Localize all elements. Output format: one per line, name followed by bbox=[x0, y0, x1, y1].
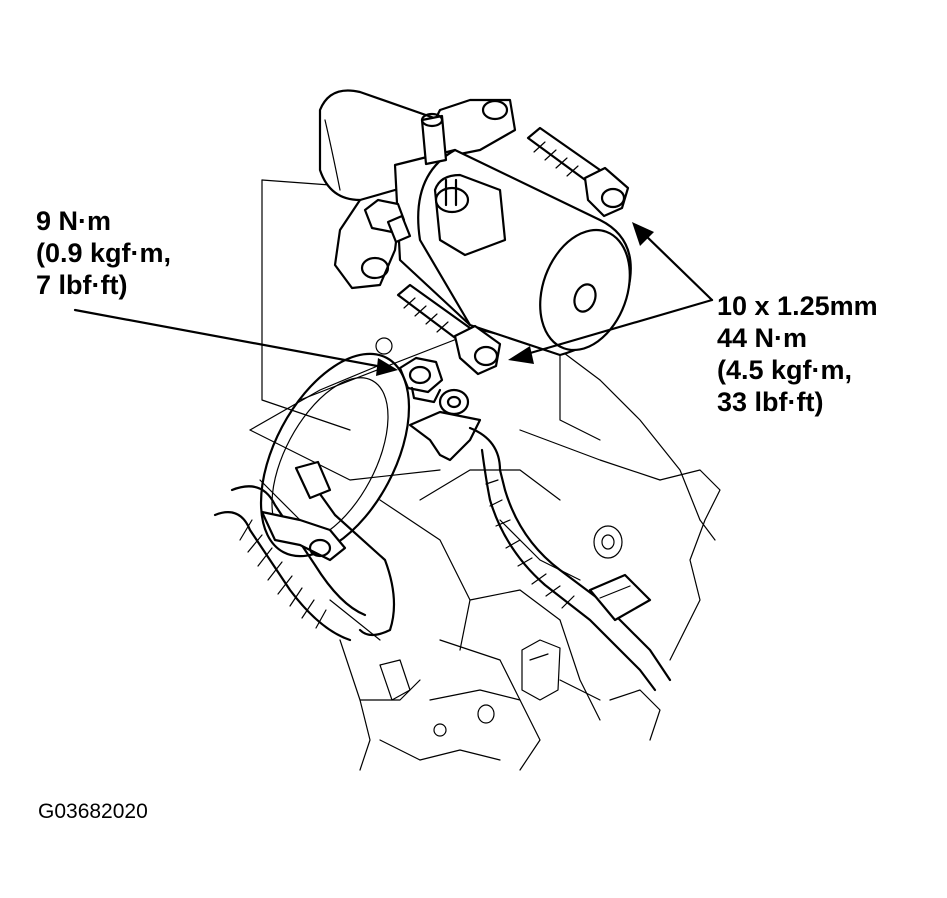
figure-id: G03682020 bbox=[38, 800, 148, 823]
upper-mounting-bolt bbox=[526, 126, 630, 218]
callout-line: 10 x 1.25mm bbox=[717, 291, 878, 321]
torque-callout-terminal-nut: 9 N·m (0.9 kgf·m, 7 lbf·ft) bbox=[36, 205, 171, 301]
callout-line: 7 lbf·ft) bbox=[36, 270, 128, 300]
terminal-nut bbox=[398, 356, 444, 404]
starter-cable bbox=[408, 388, 672, 692]
lower-mounting-bolt bbox=[396, 283, 502, 376]
callout-line: 44 N·m bbox=[717, 323, 808, 353]
callout-line: 33 lbf·ft) bbox=[717, 387, 824, 417]
torque-callout-mounting-bolts: 10 x 1.25mm 44 N·m (4.5 kgf·m, 33 lbf·ft… bbox=[717, 290, 878, 418]
starter-motor bbox=[318, 89, 632, 357]
engine-block bbox=[249, 179, 721, 771]
wire-harness-left bbox=[213, 460, 396, 642]
leader-lines bbox=[73, 222, 714, 376]
callout-line: (4.5 kgf·m, bbox=[717, 355, 853, 385]
callout-line: (0.9 kgf·m, bbox=[36, 238, 172, 268]
callout-line: 9 N·m bbox=[36, 206, 112, 236]
